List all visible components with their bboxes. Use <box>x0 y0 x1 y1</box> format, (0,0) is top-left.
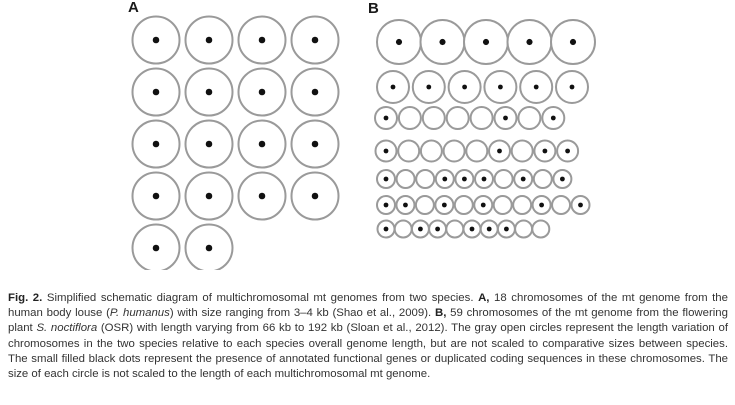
chromosome-circle <box>531 219 551 239</box>
panel-a-label: A <box>128 0 139 16</box>
gene-dot <box>498 84 503 90</box>
gene-dot <box>542 148 548 154</box>
gene-dot <box>550 115 556 121</box>
gene-dot <box>205 192 213 200</box>
chromosome-circle <box>517 106 542 130</box>
gene-dot <box>205 140 213 148</box>
chromosome-circle <box>415 169 436 189</box>
chromosome-circle <box>421 106 446 130</box>
gene-dot <box>462 176 467 182</box>
chromosome-circle <box>551 195 572 215</box>
gene-dot <box>481 176 487 182</box>
gene-dot <box>569 38 577 46</box>
gene-dot <box>503 115 508 121</box>
chromosome-circle <box>442 139 466 163</box>
gene-dot <box>439 38 446 46</box>
chromosome-diagram <box>131 15 596 270</box>
caption-panel-b-label: B, <box>434 307 447 320</box>
chromosome-circle <box>397 139 421 163</box>
gene-dot <box>152 140 160 148</box>
gene-dot <box>383 202 389 208</box>
caption-text: 18 chromosomes of the mt genome from the… <box>8 292 728 320</box>
chromosome-circle <box>393 219 413 239</box>
chromosome-circle <box>469 106 494 130</box>
gene-dot <box>383 226 389 232</box>
gene-dot <box>390 84 396 90</box>
gene-dot <box>533 84 539 90</box>
gene-dot <box>504 226 509 232</box>
caption-text: 59 chromosomes of the mt genome from the… <box>8 307 728 335</box>
gene-dot <box>258 140 266 148</box>
chromosome-circle <box>532 169 553 189</box>
figure-caption: Fig. 2. Simplified schematic diagram of … <box>8 291 728 382</box>
chromosome-circle <box>445 106 470 130</box>
gene-dot <box>152 88 160 96</box>
gene-dot <box>539 202 544 208</box>
gene-dot <box>311 140 319 148</box>
chromosome-circle <box>445 219 465 239</box>
chromosome-circle <box>419 139 443 163</box>
species-name: S. noctiflora <box>36 322 98 335</box>
gene-dot <box>426 84 432 90</box>
gene-dot <box>560 176 565 182</box>
caption-text: ) with size ranging from 3–4 kb (Shao et… <box>169 307 435 320</box>
gene-dot <box>486 226 492 232</box>
panel-a-chromosomes <box>131 15 340 270</box>
gene-dot <box>205 36 213 44</box>
gene-dot <box>526 38 533 46</box>
chromosome-circle <box>510 139 534 163</box>
gene-dot <box>383 176 389 182</box>
gene-dot <box>258 88 266 96</box>
gene-dot <box>418 226 423 232</box>
figure: A B <box>128 0 596 270</box>
gene-dot <box>482 38 490 46</box>
gene-dot <box>258 192 266 200</box>
gene-dot <box>403 202 408 208</box>
gene-dot <box>469 226 475 232</box>
gene-dot <box>152 244 160 252</box>
gene-dot <box>311 36 319 44</box>
figure-number: Fig. 2. <box>8 292 43 304</box>
gene-dot <box>258 36 266 44</box>
gene-dot <box>497 148 502 154</box>
species-name: P. humanus <box>109 307 170 320</box>
chromosome-circle <box>395 169 416 189</box>
chromosome-circle <box>453 195 474 215</box>
chromosome-circle <box>397 106 422 130</box>
gene-dot <box>311 192 319 200</box>
chromosome-circle <box>493 169 514 189</box>
chromosome-circle <box>492 195 513 215</box>
caption-panel-a-label: A, <box>478 292 490 304</box>
gene-dot <box>311 88 319 96</box>
gene-dot <box>205 88 213 96</box>
gene-dot <box>441 202 447 208</box>
gene-dot <box>578 202 583 208</box>
caption-text: (OSR) with length varying from 66 kb to … <box>8 322 728 381</box>
chromosome-circle <box>465 139 489 163</box>
gene-dot <box>152 192 160 200</box>
gene-dot <box>480 202 486 208</box>
chromosome-circle <box>514 219 534 239</box>
gene-dot <box>520 176 526 182</box>
panel-b-chromosomes <box>374 19 596 239</box>
gene-dot <box>395 38 403 46</box>
gene-dot <box>442 176 448 182</box>
gene-dot <box>205 244 213 252</box>
panel-b-label: B <box>368 0 379 17</box>
gene-dot <box>565 148 570 154</box>
gene-dot <box>152 36 160 44</box>
gene-dot <box>435 226 440 232</box>
chromosome-circle <box>512 195 533 215</box>
caption-text: Simplified schematic diagram of multichr… <box>42 292 479 304</box>
gene-dot <box>569 84 575 90</box>
chromosome-circle <box>414 195 435 215</box>
gene-dot <box>462 84 467 90</box>
gene-dot <box>383 148 389 154</box>
gene-dot <box>383 115 389 121</box>
